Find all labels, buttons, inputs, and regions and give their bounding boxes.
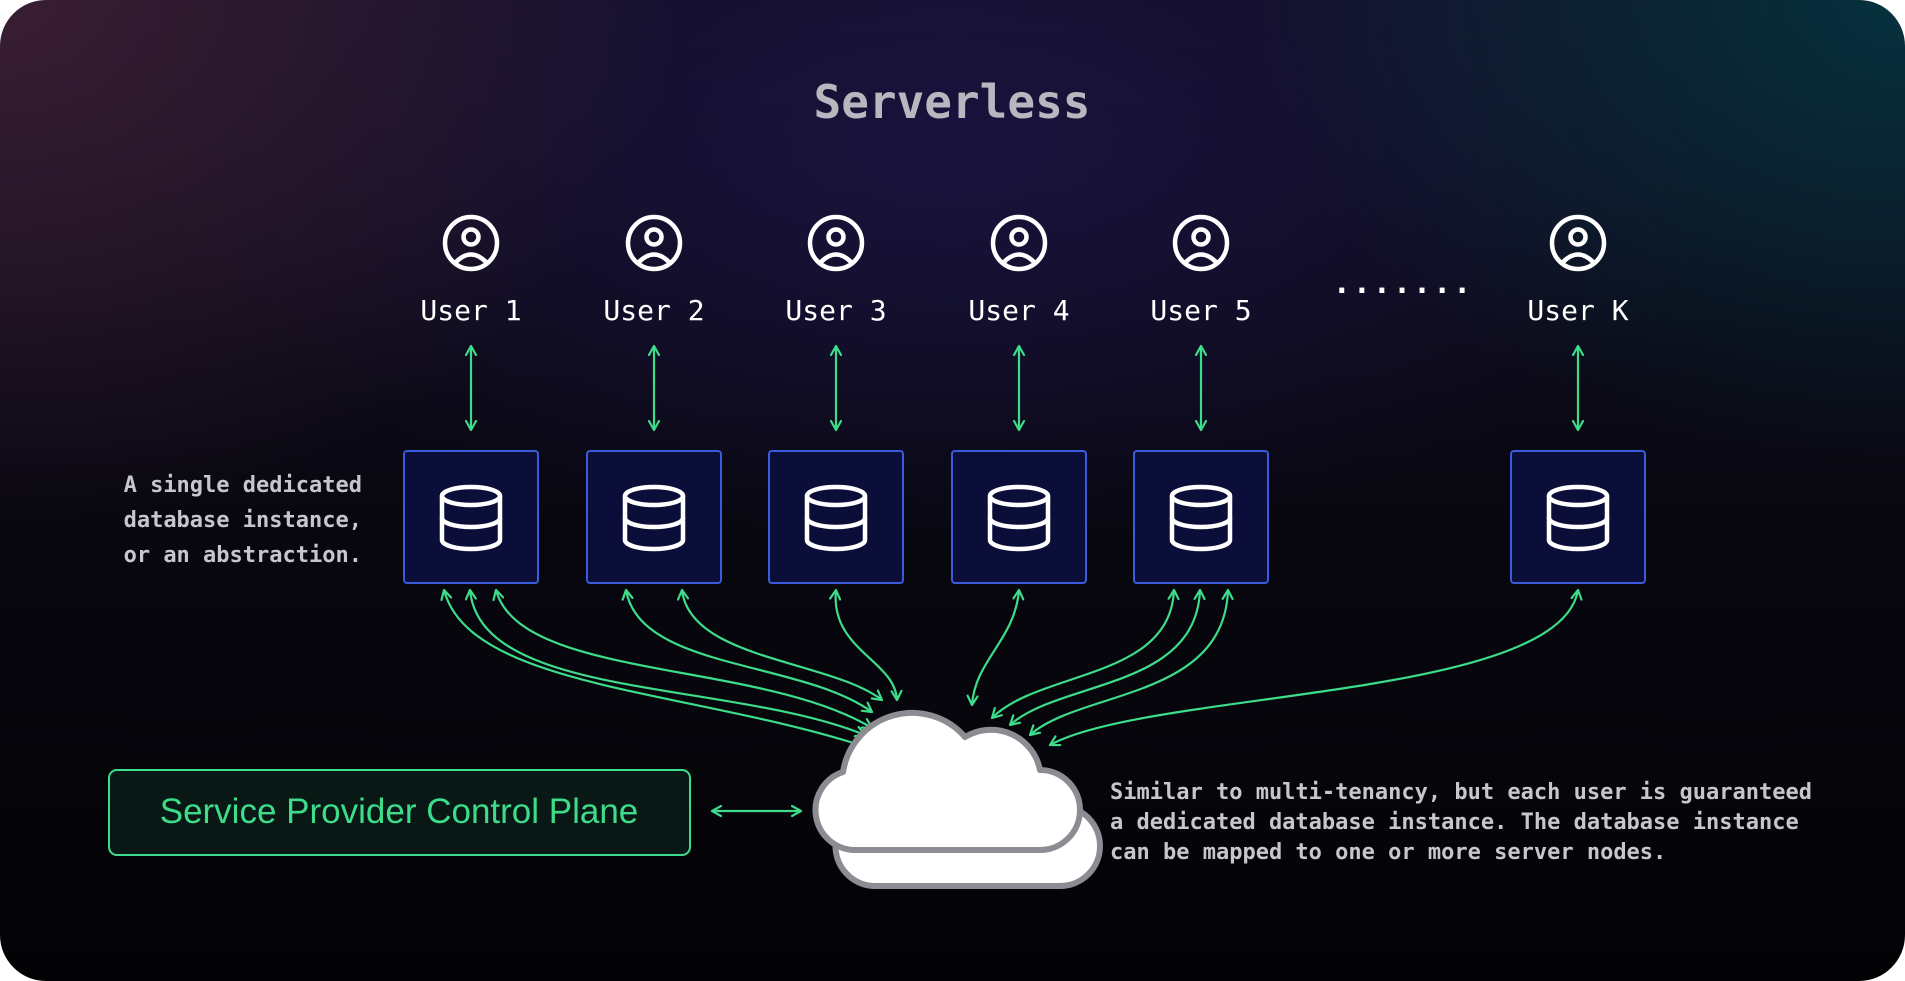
right-note-line: can be mapped to one or more server node…	[1110, 840, 1666, 865]
user-circle-icon	[442, 214, 500, 272]
database-instance	[403, 450, 539, 584]
control-plane-label: Service Provider Control Plane	[160, 792, 639, 831]
right-note-line: Similar to multi-tenancy, but each user …	[1110, 780, 1812, 805]
dbk-cloud-arrow	[1050, 590, 1578, 745]
right-note: Similar to multi-tenancy, but each user …	[1110, 780, 1812, 865]
left-note-line: database instance,	[124, 508, 362, 533]
database-instance	[586, 450, 722, 584]
left-note: A single dedicated database instance, or…	[124, 473, 362, 568]
database-icon	[1546, 484, 1610, 552]
database-icon	[622, 484, 686, 552]
database-icon	[987, 484, 1051, 552]
user-label: User 2	[603, 294, 704, 327]
database-icon	[1169, 484, 1233, 552]
database-icon	[804, 484, 868, 552]
database-instance	[1510, 450, 1646, 584]
user-circle-icon	[625, 214, 683, 272]
database-icon	[439, 484, 503, 552]
database-instance	[768, 450, 904, 584]
user-circle-icon	[990, 214, 1048, 272]
user-circle-icon	[1549, 214, 1607, 272]
cloud-icon	[812, 709, 1103, 889]
left-note-line: or an abstraction.	[124, 543, 362, 568]
user-label: User 3	[785, 294, 886, 327]
user-label: User 4	[968, 294, 1069, 327]
page-title: Serverless	[814, 75, 1091, 129]
db4-cloud-arrow	[972, 590, 1019, 705]
left-note-line: A single dedicated	[124, 473, 362, 498]
database-instance	[951, 450, 1087, 584]
user-circle-icon	[1172, 214, 1230, 272]
db5-cloud-arrow-c	[1030, 590, 1228, 735]
db5-cloud-arrow-a	[992, 590, 1174, 718]
more-users-ellipsis: .......	[1333, 266, 1473, 301]
control-plane-box	[108, 769, 691, 856]
user-circle-icon	[807, 214, 865, 272]
user-label: User 1	[420, 294, 521, 327]
user-label: User K	[1527, 294, 1628, 327]
db2-cloud-arrow-b	[682, 590, 882, 700]
user-label: User 5	[1150, 294, 1251, 327]
right-note-line: a dedicated database instance. The datab…	[1110, 810, 1799, 835]
db1-cloud-arrow-c	[496, 590, 872, 728]
database-instance	[1133, 450, 1269, 584]
db3-cloud-arrow	[836, 590, 897, 700]
